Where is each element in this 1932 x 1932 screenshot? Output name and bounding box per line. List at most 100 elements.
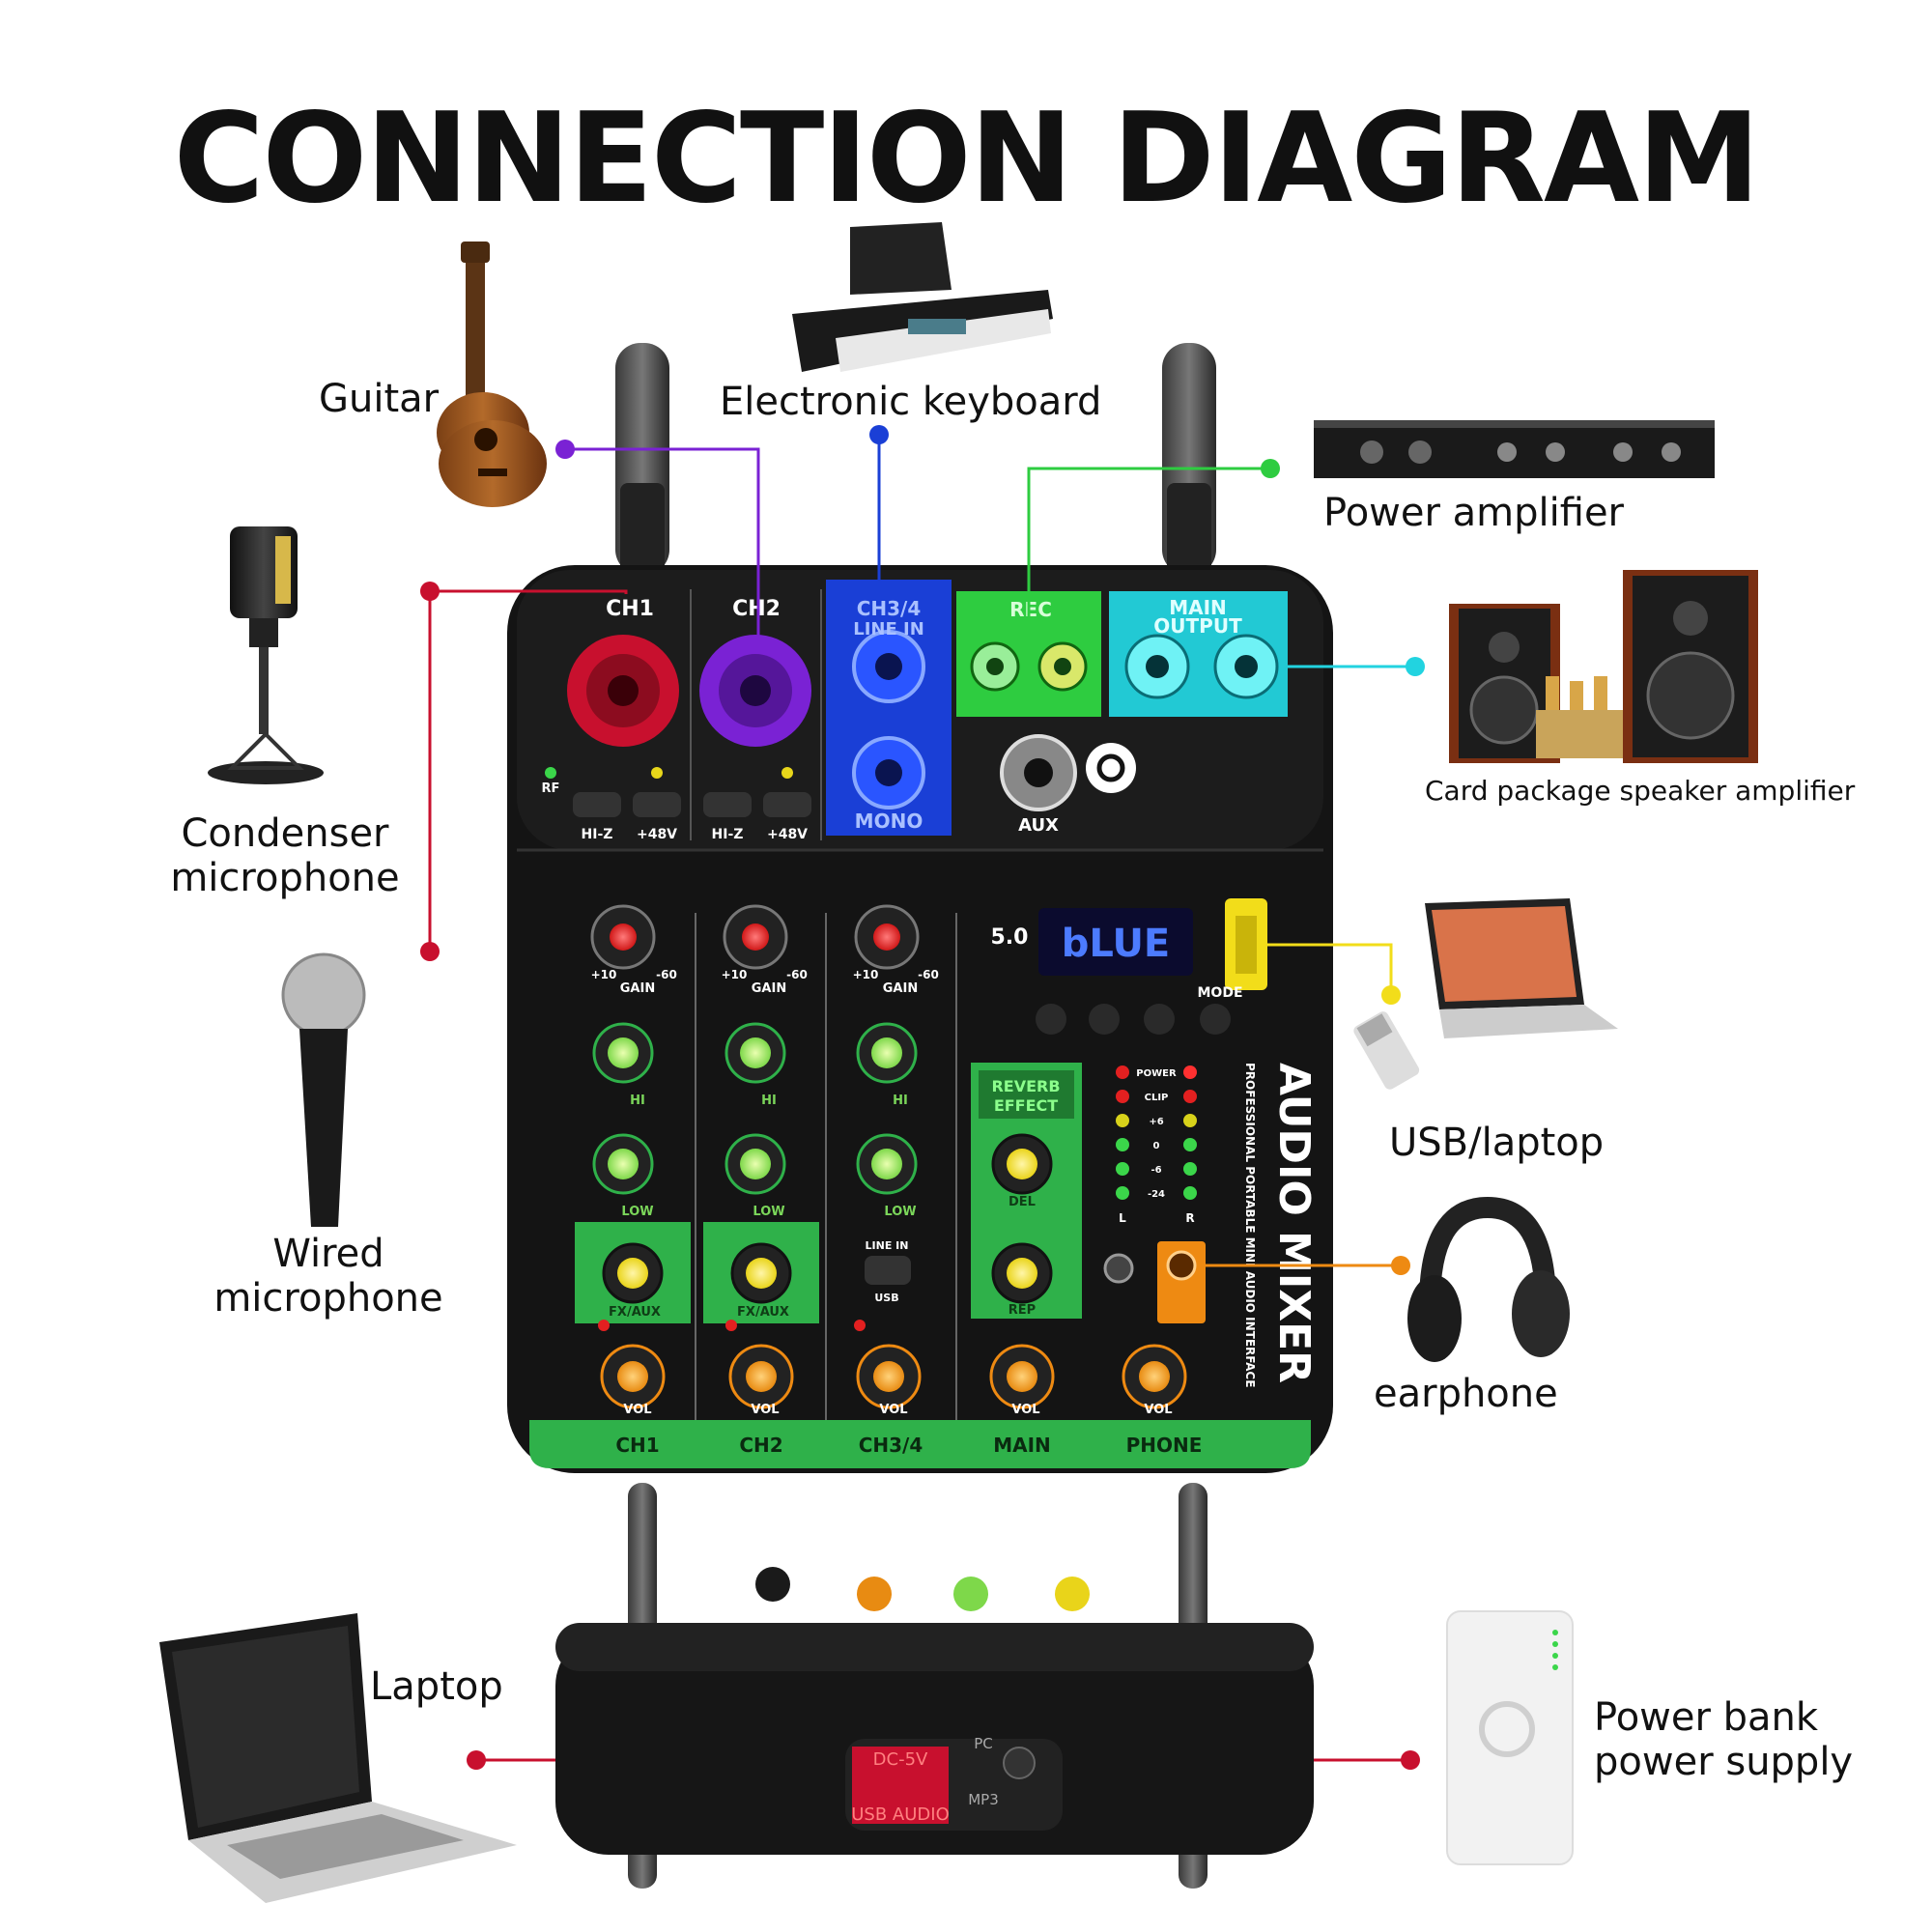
ch1-48v-button[interactable] [633,792,681,817]
main-vol-knob[interactable] [989,1344,1055,1409]
power-amp-line [1027,467,1270,618]
condenser-mic-label-line1: Condenser [181,811,389,856]
laptop-icon [159,1613,517,1903]
prev-button[interactable] [1089,1004,1120,1035]
ch2-label: CH2 [732,597,781,621]
ch34-gain-min: +10 [853,968,879,981]
mono-label: MONO [855,810,923,833]
phone-vol-knob[interactable] [1122,1344,1187,1409]
phone-jack[interactable] [1166,1250,1197,1281]
ch2-vol-knob[interactable] [728,1344,794,1409]
usb-laptop-label: USB/laptop [1389,1121,1605,1165]
pc-label: PC [974,1735,993,1752]
ch34-vol-label: VOL [879,1403,907,1417]
next-button[interactable] [1144,1004,1175,1035]
wired-mic-label-line1: Wired [272,1232,384,1276]
side-port-labels: DC-5V USB AUDIO PC MP3 [851,1735,999,1825]
ch2-hiz-button[interactable] [703,792,752,817]
ch2-fx-knob[interactable] [730,1242,792,1304]
headphones-icon [1407,1196,1570,1362]
ch2-low-knob[interactable] [724,1133,786,1195]
power-bank-label: Power bank power supply [1594,1695,1853,1784]
power-amplifier-icon [1314,420,1715,478]
ch2-combo-jack[interactable] [699,635,811,747]
ch2-phantom-led [781,767,793,779]
level-meter [1116,1065,1197,1200]
ch34-low-knob[interactable] [856,1133,918,1195]
ch1-gain-knob[interactable] [590,904,656,970]
meter-clip-label: CLIP [1145,1093,1169,1103]
ch2-48v-button[interactable] [763,792,811,817]
ch1-vol-knob[interactable] [600,1344,666,1409]
guitar-icon [437,242,547,507]
ch1-fx-label: FX/AUX [609,1305,661,1320]
ch1-gain-max: -60 [656,968,677,981]
ch1-low-knob[interactable] [592,1133,654,1195]
ch34-hi-knob[interactable] [856,1022,918,1084]
meter-minus24-label: -24 [1148,1189,1165,1200]
aux-label: AUX [1018,815,1059,836]
condenser-microphone-icon [208,526,324,784]
bottom-main-label: MAIN [993,1434,1051,1457]
mic-input-jack[interactable] [1103,1253,1134,1284]
effect-label: EFFECT [994,1096,1058,1115]
bt-display-text: bLUE [1062,922,1171,966]
brand-subtitle: PROFESSIONAL PORTABLE MINI AUDIO INTERFA… [1243,1063,1257,1387]
ch2-hi-knob[interactable] [724,1022,786,1084]
bottom-ch1-label: CH1 [615,1434,659,1457]
usb-laptop-icon [1425,898,1618,1038]
ch1-hiz-button[interactable] [573,792,621,817]
usb-stick-icon [1353,1011,1420,1090]
ch1-fx-knob[interactable] [602,1242,664,1304]
ch2-vol-label: VOL [751,1403,779,1417]
del-label: DEL [1009,1195,1036,1209]
ch1-combo-jack[interactable] [567,635,679,747]
ch2-hi-label: HI [761,1094,777,1108]
reverb-label: REVERB [991,1077,1060,1095]
usb-switch-label: USB [874,1292,898,1304]
guitar-line [565,447,760,647]
ch1-gain-min: +10 [591,968,617,981]
ch1-hiz-label: HI-Z [582,827,613,842]
reverb-repeat-knob[interactable] [991,1242,1053,1304]
mode-button[interactable] [1200,1004,1231,1035]
ch1-hi-knob[interactable] [592,1022,654,1084]
meter-r-label: R [1185,1211,1194,1225]
connection-dots [420,425,1425,1770]
ch34-gain-knob[interactable] [854,904,920,970]
bottom-phone-label: PHONE [1126,1434,1203,1457]
antenna-right [1162,343,1216,575]
reverb-delay-knob[interactable] [991,1133,1053,1195]
main-vol-label: VOL [1011,1403,1039,1417]
ch34-label: CH3/4 [857,597,922,620]
play-pause-button[interactable] [1036,1004,1066,1035]
line-in-label: LINE IN [853,619,924,639]
ch1-gain-label: GAIN [620,981,655,996]
ch2-gain-label: GAIN [752,981,786,996]
mixer-top-view [507,565,1333,1473]
mixer-side-view [555,1483,1314,1889]
page-title: CONNECTION DIAGRAM [173,87,1761,231]
ch2-gain-knob[interactable] [723,904,788,970]
ch1-hi-label: HI [630,1094,645,1108]
dc-label: DC-5V [873,1749,928,1770]
ch2-gain-min: +10 [722,968,748,981]
line-usb-switch[interactable] [865,1256,911,1285]
main-output-label: MAIN [1169,596,1227,619]
meter-minus6-label: -6 [1151,1165,1161,1176]
mixer-labels: CH1 CH2 CH3/4 LINE IN MONO REC MAIN OUTP… [542,596,1243,1457]
wired-microphone-icon [281,952,366,1227]
bottom-ch34-label: CH3/4 [859,1434,923,1457]
ch2-hiz-label: HI-Z [712,827,744,842]
meter-power-label: POWER [1136,1068,1177,1079]
meter-l-label: L [1119,1211,1126,1225]
wired-mic-label-line2: microphone [213,1276,443,1321]
ch2-fx-label: FX/AUX [737,1305,789,1320]
power-bank-label-line2: power supply [1594,1740,1854,1784]
mp3-label: MP3 [968,1791,999,1808]
pc-mp3-switch [1003,1747,1036,1779]
speakers-label: Card package speaker amplifier [1425,775,1856,807]
usb-audio-label: USB AUDIO [851,1804,950,1825]
ch34-vol-knob[interactable] [856,1344,922,1409]
